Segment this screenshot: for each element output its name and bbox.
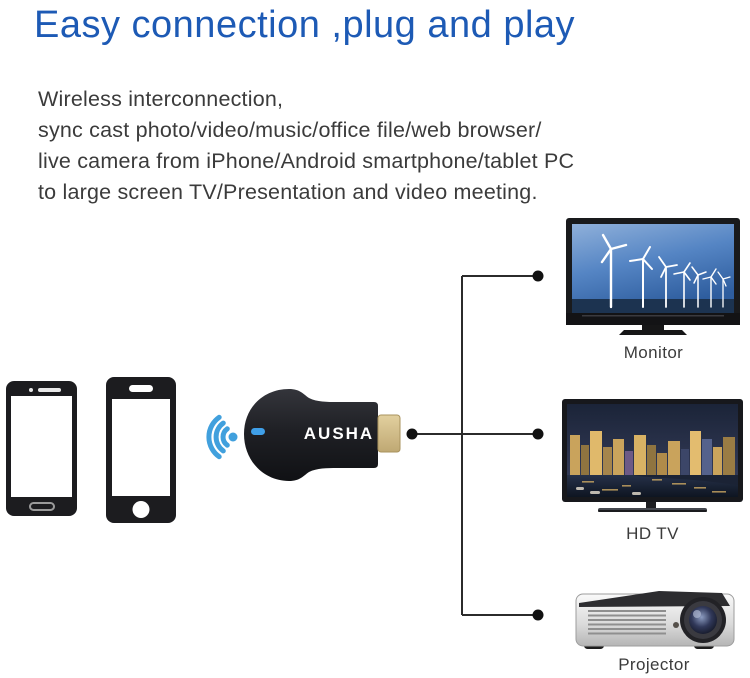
monitor-label: Monitor: [623, 343, 684, 362]
description-line: live camera from iPhone/Android smartpho…: [38, 149, 575, 173]
phone-camera-dot: [29, 388, 33, 392]
hdtv: [562, 399, 743, 512]
phone-speaker-slot: [129, 385, 153, 392]
hdtv-stand: [598, 502, 707, 512]
wifi-signal-icon: [206, 414, 238, 460]
dongle-brand-label: AUSHA: [304, 424, 374, 443]
description-line: Wireless interconnection,: [38, 87, 284, 111]
node-projector: [532, 609, 544, 621]
hdtv-screen-image: [567, 404, 738, 497]
phone-speaker-slot: [38, 388, 61, 392]
monitor-stand: [619, 325, 687, 335]
node-dongle: [406, 428, 418, 440]
dongle-body: [244, 389, 378, 481]
monitor: [566, 218, 740, 335]
page-title: Easy connection ,plug and play: [34, 4, 576, 46]
node-hdtv: [532, 428, 544, 440]
wifi-display-dongle: AUSHA: [244, 389, 401, 481]
smartphone-2: [106, 377, 176, 523]
phone-screen: [112, 399, 170, 496]
description-line: sync cast photo/video/music/office file/…: [38, 118, 542, 142]
smartphone-1: [6, 381, 77, 516]
monitor-screen-image: [572, 224, 734, 313]
projector-label: Projector: [618, 655, 690, 674]
projector: [575, 591, 735, 649]
description: Wireless interconnection, sync cast phot…: [38, 84, 598, 208]
projector-sensor-dot: [673, 622, 679, 628]
phone-screen: [11, 396, 72, 497]
led-indicator: [251, 428, 265, 435]
projector-lens: [680, 597, 726, 643]
connection-lines: [406, 270, 544, 621]
phone-home-button: [28, 502, 55, 511]
hdtv-label: HD TV: [626, 524, 679, 543]
hdmi-connector: [377, 414, 401, 453]
node-monitor: [532, 270, 544, 282]
phone-home-button: [132, 501, 150, 518]
description-line: to large screen TV/Presentation and vide…: [38, 180, 538, 204]
projector-vent-grille: [588, 610, 666, 635]
